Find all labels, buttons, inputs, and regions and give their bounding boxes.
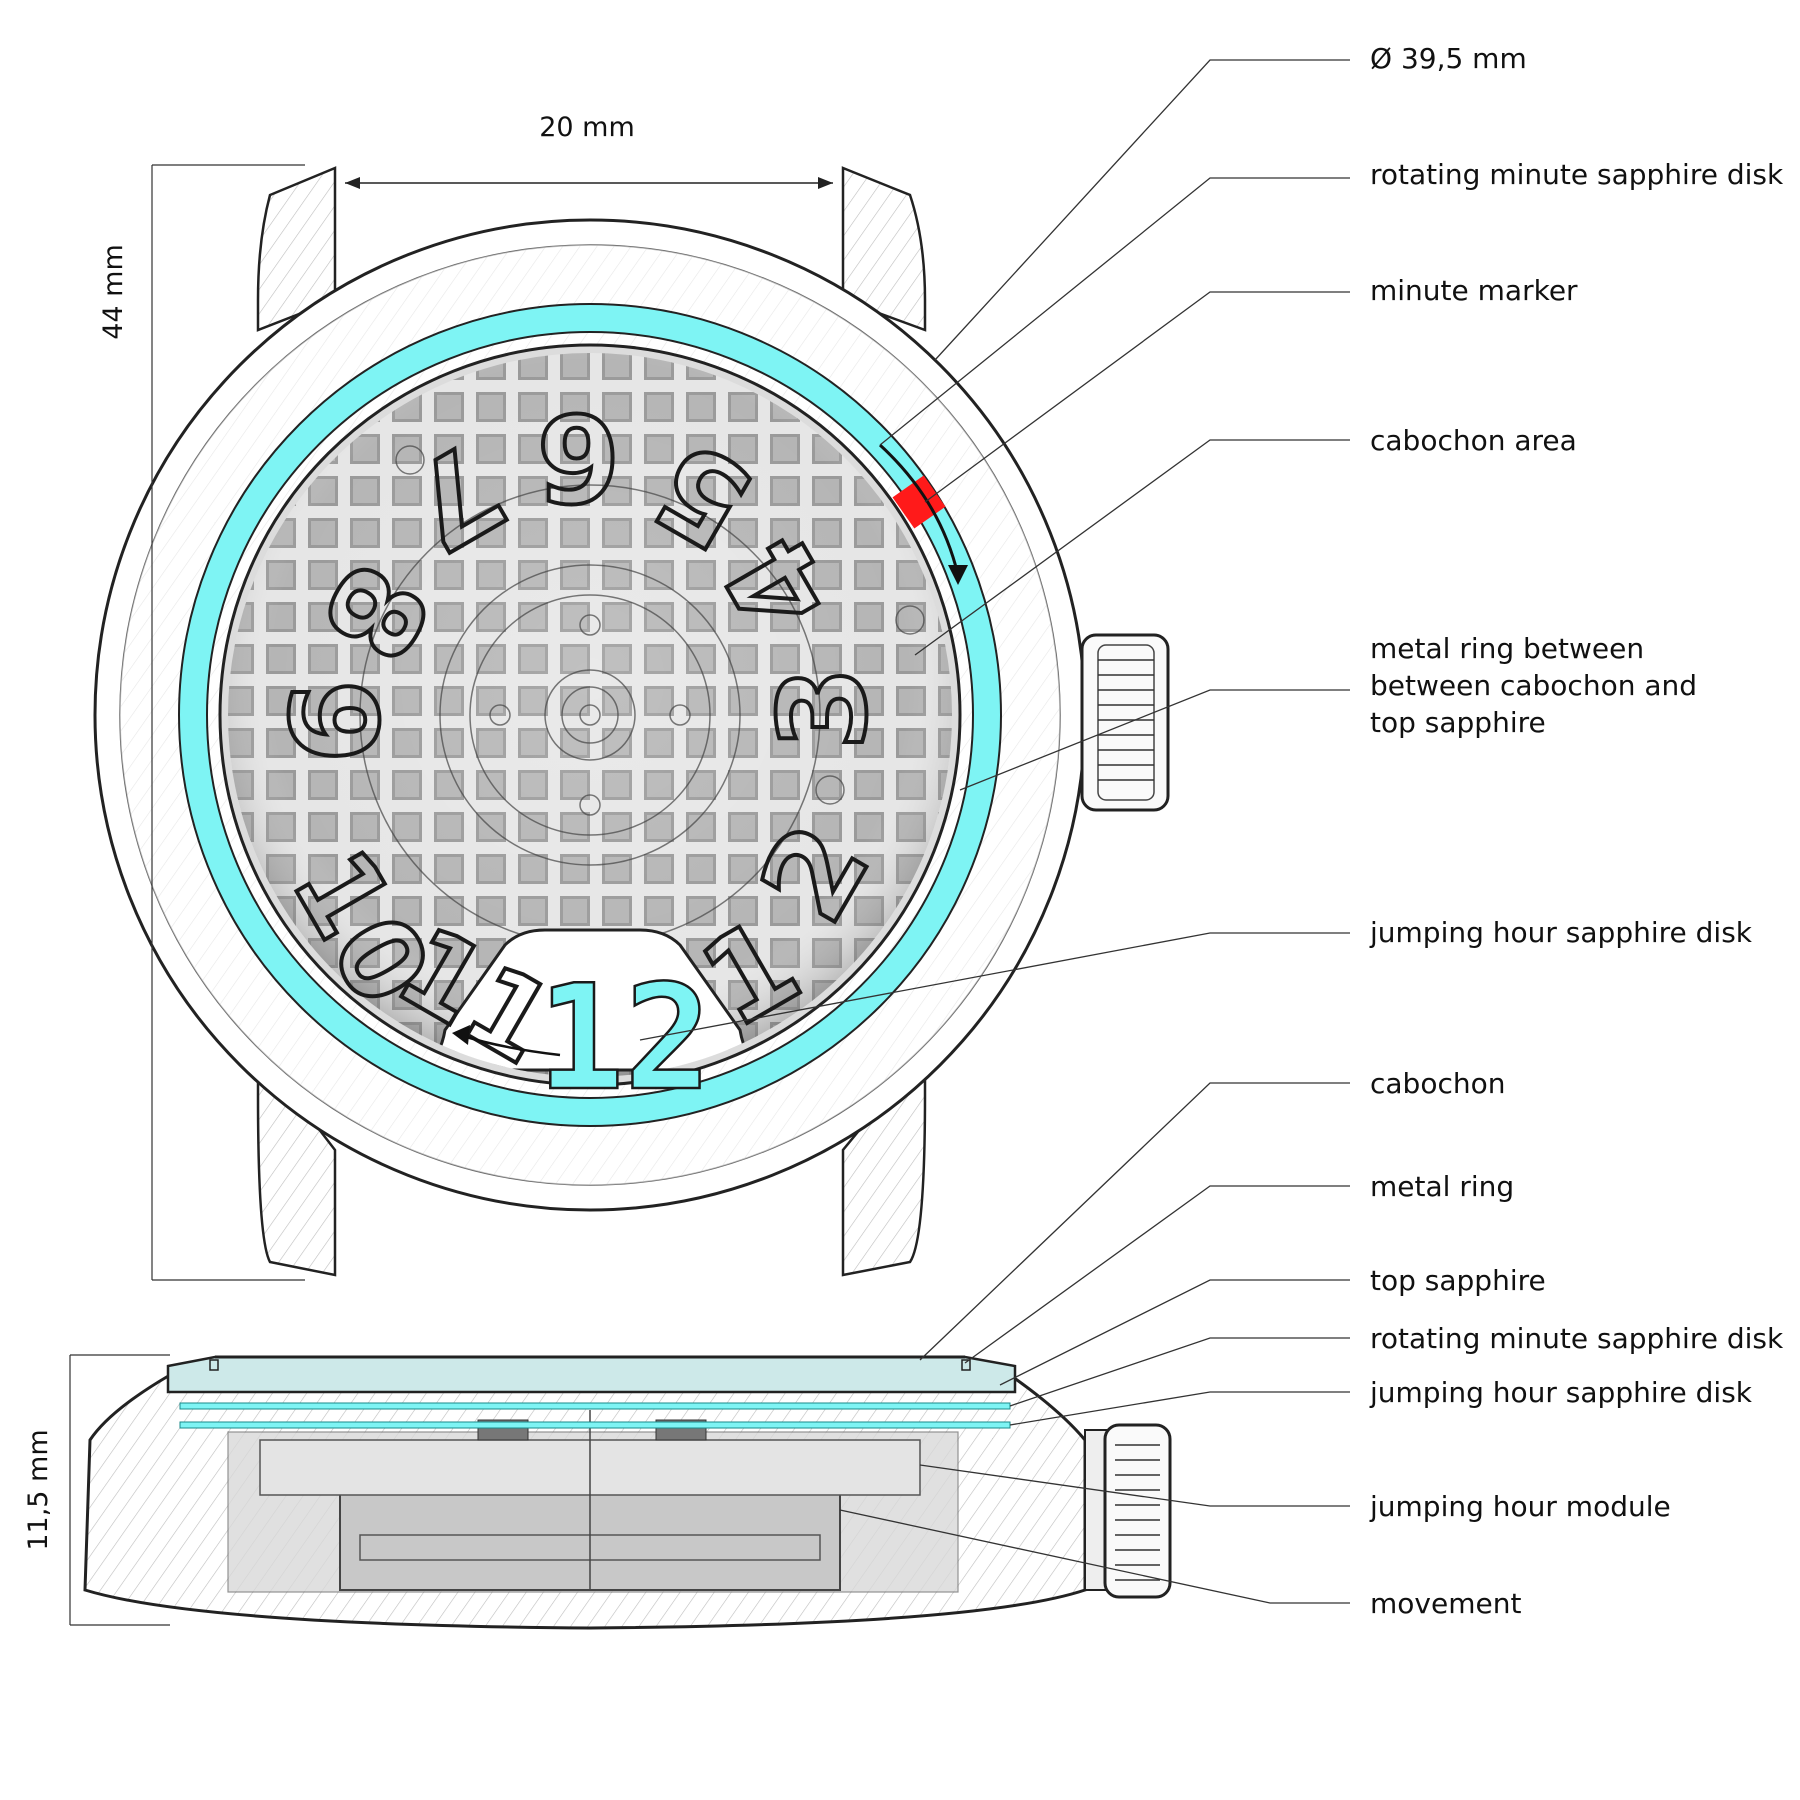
dimension-length: 44 mm <box>98 164 305 1281</box>
label-metal-ring-between-3: top sapphire <box>1370 706 1546 739</box>
dimension-lug-width: 20 mm <box>345 112 833 189</box>
leader-lines <box>639 59 1350 1604</box>
label-jumping-hour-disk-side: jumping hour sapphire disk <box>1369 1376 1753 1409</box>
numeral-6: 6 <box>537 386 621 525</box>
minute-marker <box>878 443 968 585</box>
current-hour-12: 12 <box>537 954 712 1123</box>
thickness-label: 11,5 mm <box>23 1429 54 1550</box>
dimension-thickness: 11,5 mm <box>23 1354 170 1626</box>
label-metal-ring-between-1: metal ring between <box>1370 632 1644 665</box>
numeral-9: 9 <box>261 680 400 764</box>
label-jumping-hour-module: jumping hour module <box>1369 1490 1671 1523</box>
crown <box>1080 633 1170 812</box>
label-top-sapphire: top sapphire <box>1370 1264 1546 1297</box>
label-cabochon: cabochon <box>1370 1067 1505 1100</box>
label-rotating-minute-disk: rotating minute sapphire disk <box>1370 158 1784 191</box>
label-minute-marker: minute marker <box>1370 274 1578 307</box>
lug-width-label: 20 mm <box>539 112 635 143</box>
label-metal-ring-between-2: between cabochon and <box>1370 669 1697 702</box>
side-minute-disk <box>179 1402 1011 1410</box>
side-view: 11,5 mm <box>23 1354 1172 1630</box>
label-jumping-hour-disk-front: jumping hour sapphire disk <box>1369 916 1753 949</box>
length-label: 44 mm <box>98 244 129 340</box>
numeral-3: 3 <box>755 667 894 751</box>
label-rotating-minute-disk-side: rotating minute sapphire disk <box>1370 1322 1784 1355</box>
label-cabochon-area: cabochon area <box>1370 424 1577 457</box>
label-movement: movement <box>1370 1587 1521 1620</box>
labels: Ø 39,5 mm rotating minute sapphire disk … <box>1369 42 1784 1620</box>
side-crown <box>1084 1423 1172 1599</box>
lugs <box>256 166 927 1277</box>
side-top-sapphire <box>166 1355 1017 1394</box>
front-view: 1 2 3 4 5 6 7 8 9 10 11 12 20 mm 44 mm <box>93 112 1170 1281</box>
label-metal-ring: metal ring <box>1370 1170 1514 1203</box>
side-hour-disk <box>179 1421 1011 1429</box>
label-diameter: Ø 39,5 mm <box>1370 42 1527 75</box>
minute-sapphire-ring <box>179 304 1001 1126</box>
